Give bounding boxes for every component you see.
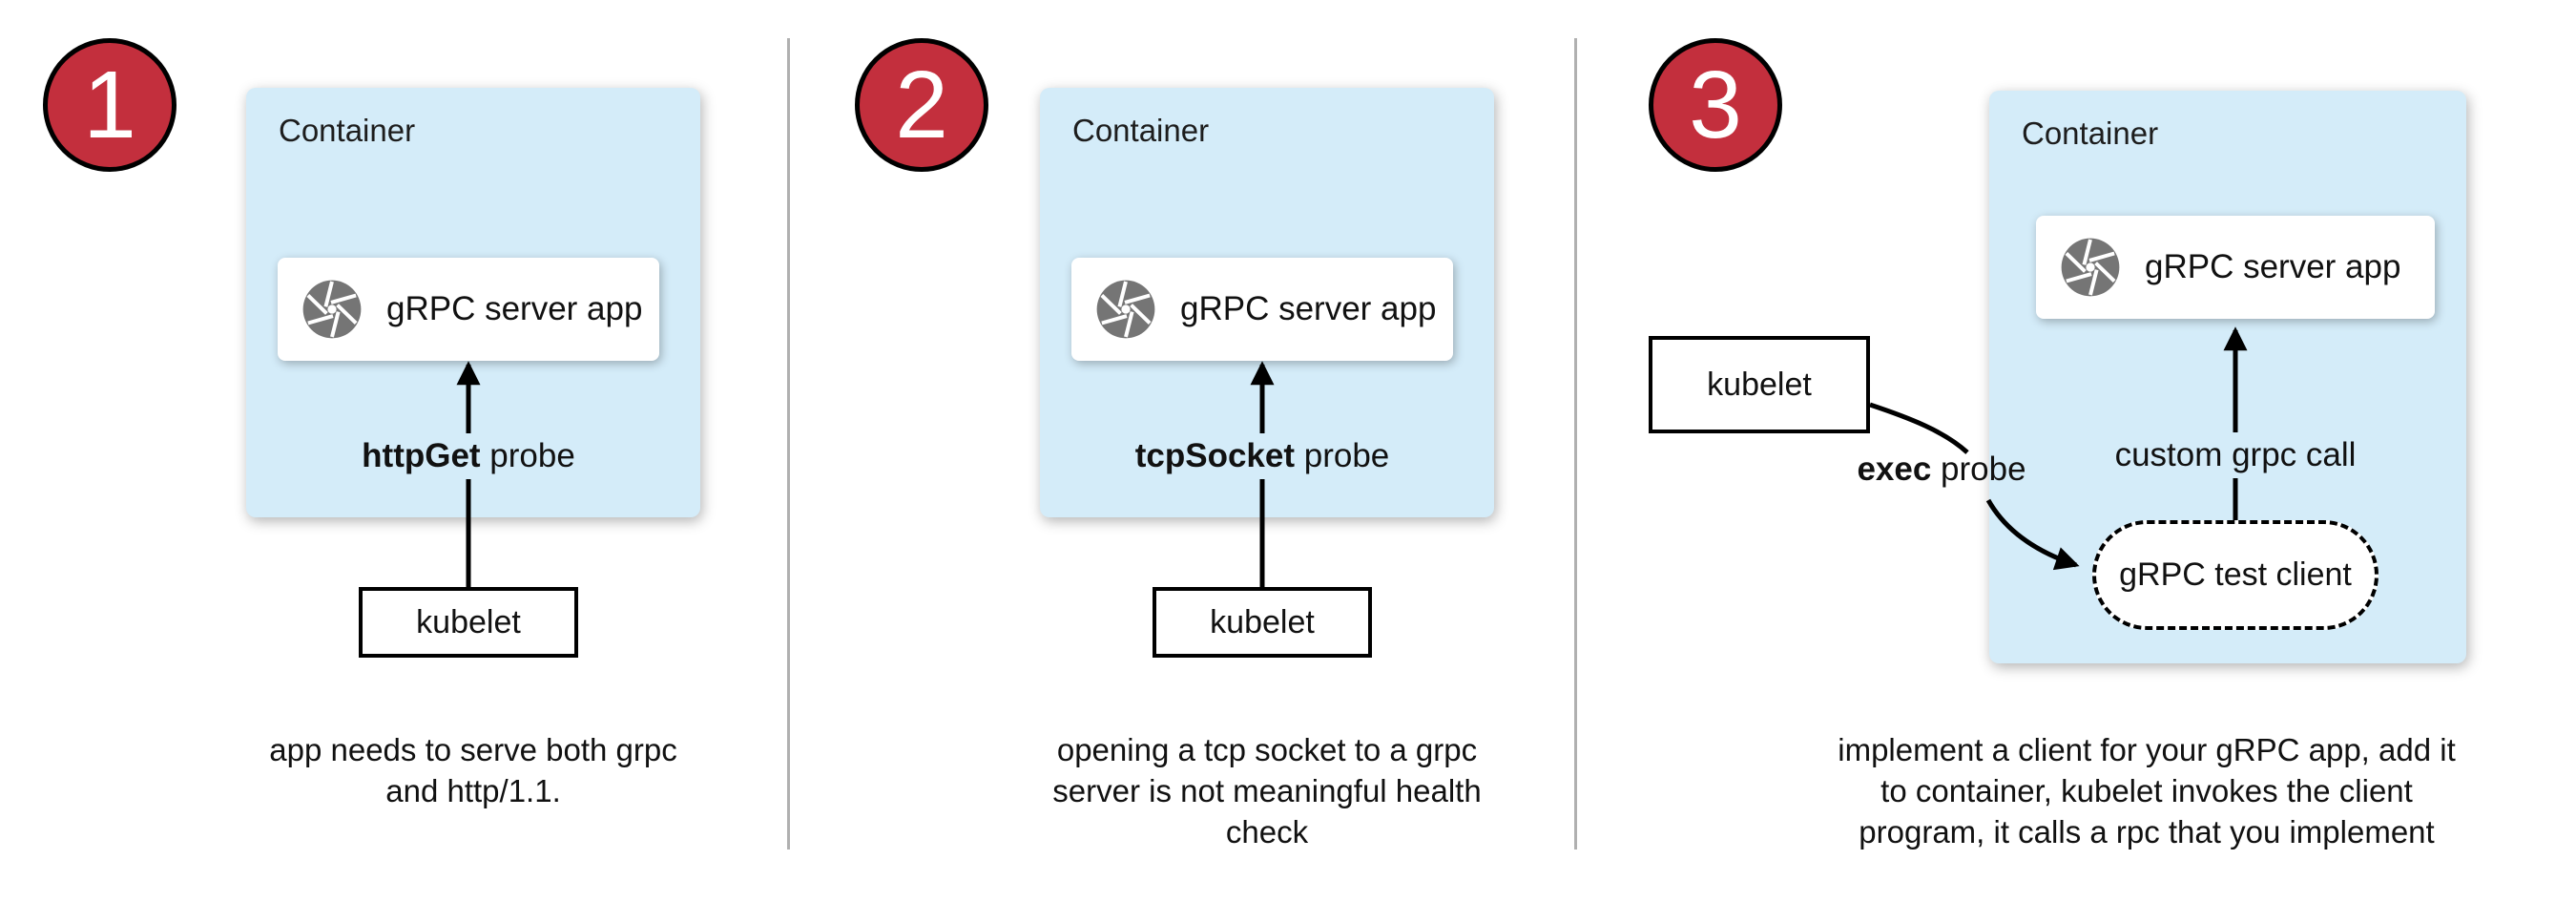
panel-divider-2: [1574, 38, 1577, 850]
probe-type: tcpSocket: [1134, 437, 1296, 474]
grpc-test-client-label: gRPC test client: [2119, 556, 2352, 593]
step-number: 2: [895, 52, 948, 158]
aperture-shutter-icon: [302, 280, 362, 339]
call-label-text: custom grpc call: [2114, 436, 2357, 473]
step-number: 1: [83, 52, 136, 158]
step-badge-2: 2: [855, 38, 988, 172]
custom-grpc-call-label: custom grpc call: [2103, 432, 2368, 478]
grpc-server-app-box-3: gRPC server app: [2036, 216, 2435, 319]
grpc-server-app-label: gRPC server app: [386, 290, 643, 327]
panel-divider-1: [787, 38, 790, 850]
probe-type: httpGet: [362, 437, 481, 474]
exec-probe-arrow-lower: [1985, 498, 2080, 571]
caption-line: implement a client for your gRPC app, ad…: [1838, 732, 2456, 767]
aperture-shutter-icon: [1096, 280, 1155, 339]
caption-1: app needs to serve both grpc and http/1.…: [269, 729, 676, 811]
caption-line: and http/1.1.: [385, 773, 561, 808]
grpc-server-app-label: gRPC server app: [1180, 290, 1437, 327]
probe-label-exec: exec probe: [1845, 447, 2037, 493]
caption-line: program, it calls a rpc that you impleme…: [1859, 814, 2435, 850]
aperture-shutter-icon: [2061, 238, 2120, 297]
grpc-test-client-box: gRPC test client: [2092, 520, 2379, 630]
probe-word: probe: [480, 437, 575, 474]
probe-type: exec: [1857, 451, 1932, 488]
kubelet-box-1: kubelet: [359, 587, 578, 658]
probe-label-tcpsocket: tcpSocket probe: [1123, 433, 1402, 479]
caption-line: to container, kubelet invokes the client: [1880, 773, 2413, 808]
caption-2: opening a tcp socket to a grpc server is…: [1052, 729, 1481, 852]
caption-line: check: [1225, 814, 1309, 850]
kubelet-box-2: kubelet: [1153, 587, 1372, 658]
caption-line: server is not meaningful health: [1052, 773, 1482, 808]
step-badge-3: 3: [1649, 38, 1782, 172]
container-label: Container: [1072, 113, 1210, 148]
caption-line: app needs to serve both grpc: [269, 732, 677, 767]
caption-line: opening a tcp socket to a grpc: [1056, 732, 1478, 767]
probe-word: probe: [1931, 451, 2026, 488]
container-label: Container: [2022, 115, 2159, 151]
grpc-server-app-box-2: gRPC server app: [1071, 258, 1453, 361]
grpc-server-app-box-1: gRPC server app: [278, 258, 659, 361]
kubelet-box-3: kubelet: [1649, 336, 1870, 433]
grpc-server-app-label: gRPC server app: [2145, 248, 2401, 285]
step-badge-1: 1: [43, 38, 177, 172]
probe-label-httpget: httpGet probe: [350, 433, 587, 479]
kubelet-label: kubelet: [1707, 366, 1812, 403]
kubelet-label: kubelet: [416, 603, 521, 640]
step-number: 3: [1689, 52, 1742, 158]
container-label: Container: [279, 113, 416, 148]
caption-3: implement a client for your gRPC app, ad…: [1838, 729, 2455, 852]
exec-probe-arrow-upper: [1869, 402, 1969, 454]
kubelet-label: kubelet: [1210, 603, 1315, 640]
probe-word: probe: [1295, 437, 1390, 474]
